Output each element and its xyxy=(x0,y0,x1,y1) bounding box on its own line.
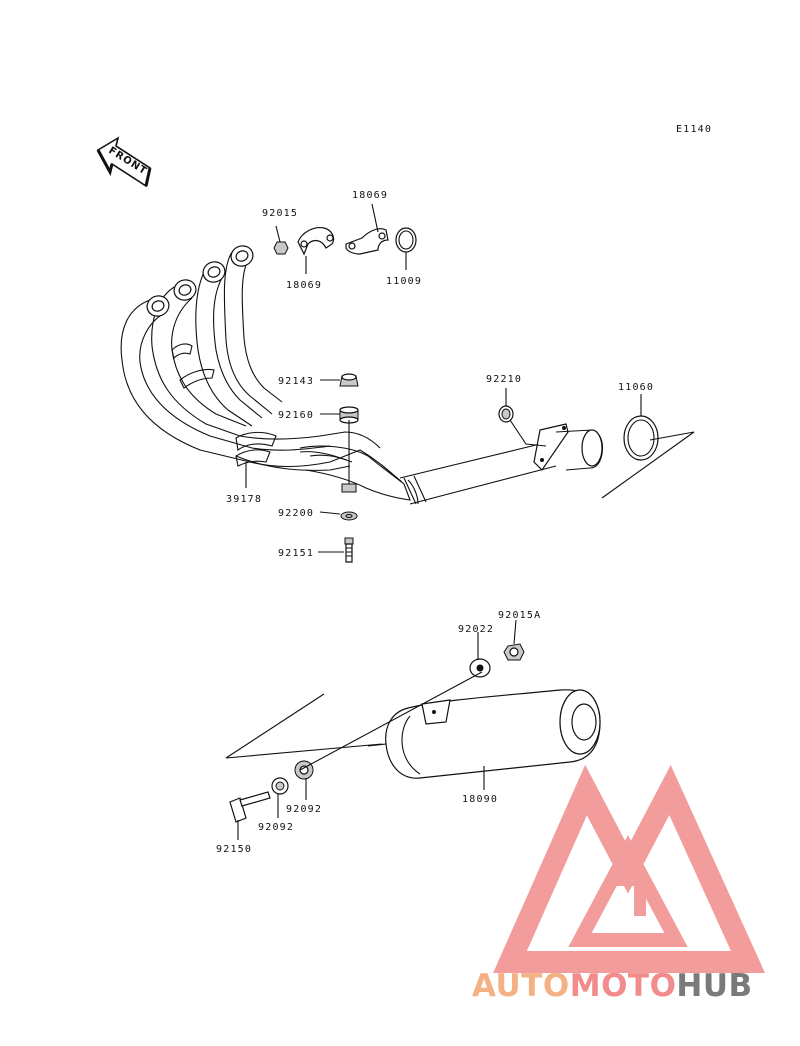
watermark-text: AUTOMOTOHUB xyxy=(472,968,753,1004)
bolt-92150 xyxy=(229,791,271,823)
collar-92092-left xyxy=(271,777,289,795)
watermark-moto: MOTO xyxy=(570,968,677,1004)
watermark-hub: HUB xyxy=(676,968,752,1004)
label-92092-right: 92092 xyxy=(286,804,322,815)
label-92210: 92210 xyxy=(486,374,522,385)
label-39178: 39178 xyxy=(226,494,262,505)
label-92143: 92143 xyxy=(278,376,314,387)
label-18069-bottom: 18069 xyxy=(286,280,322,291)
washer-92200 xyxy=(340,511,358,521)
gasket-11060 xyxy=(623,415,659,461)
label-92160: 92160 xyxy=(278,410,314,421)
label-11060: 11060 xyxy=(618,382,654,393)
clamp-18069-right xyxy=(345,228,389,255)
label-11009: 11009 xyxy=(386,276,422,287)
nut-92015A xyxy=(503,643,525,661)
label-92015: 92015 xyxy=(262,208,298,219)
watermark-logo-icon xyxy=(493,764,766,973)
label-18090: 18090 xyxy=(462,794,498,805)
exhaust-outlet-flange xyxy=(533,423,604,471)
front-arrow-icon: FRONT xyxy=(96,136,152,188)
label-18069-top: 18069 xyxy=(352,190,388,201)
collar-92092-right xyxy=(294,760,314,780)
bushing-under-bracket xyxy=(341,483,357,493)
clamp-18069-left xyxy=(297,227,335,256)
bolt-92151 xyxy=(344,537,354,563)
label-92015A: 92015A xyxy=(498,610,541,621)
label-92092-left: 92092 xyxy=(258,822,294,833)
nut-92015 xyxy=(273,241,289,255)
exhaust-header-pipes xyxy=(120,245,557,505)
diagram-code: E1140 xyxy=(676,124,712,135)
label-92150: 92150 xyxy=(216,844,252,855)
collar-92143 xyxy=(339,373,359,387)
watermark-auto: AUTO xyxy=(472,968,570,1004)
label-92022: 92022 xyxy=(458,624,494,635)
label-92200: 92200 xyxy=(278,508,314,519)
muffler-18090 xyxy=(225,689,601,779)
label-92151: 92151 xyxy=(278,548,314,559)
